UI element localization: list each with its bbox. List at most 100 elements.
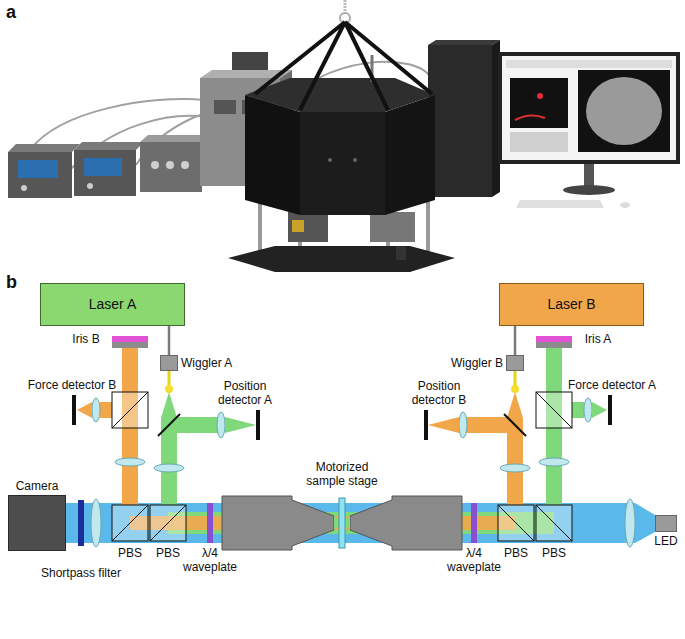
monitor — [502, 56, 676, 160]
monitor — [537, 93, 543, 99]
monitor — [510, 78, 568, 128]
beam-path-left — [154, 464, 184, 472]
beam-path-right — [507, 392, 523, 418]
controller-box — [140, 135, 210, 142]
enclosure — [300, 22, 345, 110]
power-cabinet — [232, 52, 268, 70]
beam-path-left — [256, 410, 260, 440]
beam-path-left — [115, 458, 145, 466]
monitor — [510, 132, 568, 152]
beam-path-right — [536, 342, 572, 348]
laser-box: Laser A — [40, 283, 185, 326]
part-label: Position detector A — [212, 379, 278, 408]
monitor — [586, 77, 662, 145]
beam-path-left — [72, 336, 260, 541]
enclosure — [228, 246, 455, 272]
power-cabinet — [214, 100, 236, 114]
beam-path-right — [536, 505, 572, 541]
beam-path-right — [584, 398, 592, 422]
wiggler-box: Wiggler A — [160, 355, 178, 371]
optical-axis — [350, 496, 462, 550]
part-label: Motorized sample stage — [301, 460, 383, 489]
monitor — [578, 70, 670, 152]
beam-path-right — [514, 371, 517, 386]
optical-axis — [471, 503, 477, 543]
laser-unit — [74, 142, 144, 150]
monitor — [620, 202, 630, 208]
optical-axis — [635, 503, 655, 543]
monitor — [516, 200, 604, 208]
part-label: PBS — [542, 546, 566, 560]
enclosure — [245, 78, 435, 112]
beam-path-right — [592, 402, 607, 418]
part-label: PBS — [156, 546, 180, 560]
monitor — [563, 185, 615, 195]
optical-fiber — [168, 326, 171, 355]
laser-unit — [8, 152, 72, 198]
laser-box: Laser B — [499, 283, 644, 326]
beam-path-right — [572, 402, 584, 418]
node-label: LED — [654, 534, 677, 548]
computer-tower — [428, 45, 492, 197]
panel-letter: b — [6, 272, 17, 294]
beam-path-right — [536, 505, 572, 541]
part-label: Shortpass filter — [41, 566, 121, 580]
instrument-render — [8, 0, 680, 272]
beam-path-left — [165, 385, 173, 393]
part-label: Iris A — [585, 332, 612, 346]
laser-unit — [8, 142, 144, 198]
node-label: Wiggler B — [451, 356, 503, 370]
enclosure — [258, 200, 262, 252]
optical-axis — [207, 503, 213, 543]
monitor — [498, 52, 680, 208]
enclosure — [426, 200, 430, 252]
beam-path-left — [168, 371, 171, 386]
beam-path-left — [112, 392, 148, 428]
controller-box — [140, 142, 202, 192]
optical-axis — [222, 496, 334, 550]
controller-box — [166, 161, 174, 169]
beam-path-left — [177, 417, 218, 433]
monitor — [584, 164, 594, 188]
beam-path-right — [466, 417, 507, 433]
part-label: Force detector A — [568, 378, 656, 392]
enclosure — [370, 212, 415, 242]
beam-path-right — [608, 395, 612, 425]
laser-unit — [8, 144, 80, 152]
laser-unit — [21, 185, 27, 191]
enclosure — [292, 220, 304, 232]
node-label: Laser B — [547, 296, 595, 313]
node-label: Camera — [16, 479, 59, 493]
enclosure — [340, 13, 350, 23]
enclosure — [345, 22, 432, 94]
beam-path-left — [150, 505, 186, 541]
monitor — [515, 115, 545, 120]
controller-box — [151, 161, 159, 169]
wiggler-box: Wiggler B — [506, 355, 524, 371]
monitor — [498, 52, 680, 164]
beam-path-left — [150, 505, 186, 541]
controller-box — [181, 161, 189, 169]
controller-box — [140, 135, 210, 192]
beam-path-right — [536, 336, 572, 342]
beam-path-right — [424, 336, 612, 541]
beam-path-left — [112, 505, 148, 541]
beam-path-right — [459, 412, 467, 438]
beam-path-left — [92, 398, 100, 422]
optical-axis — [625, 499, 635, 547]
led-box: LED — [655, 515, 677, 532]
laser-unit — [84, 158, 122, 176]
beam-path-right — [504, 414, 526, 436]
enclosure — [255, 22, 345, 94]
beam-path-right — [498, 505, 534, 541]
enclosure — [300, 112, 385, 215]
enclosure — [228, 0, 455, 272]
node-label: Wiggler A — [181, 356, 232, 370]
beam-path-left — [112, 336, 148, 342]
beam-path-left — [72, 395, 76, 425]
part-label: PBS — [504, 546, 528, 560]
beam-path-left — [217, 412, 225, 438]
